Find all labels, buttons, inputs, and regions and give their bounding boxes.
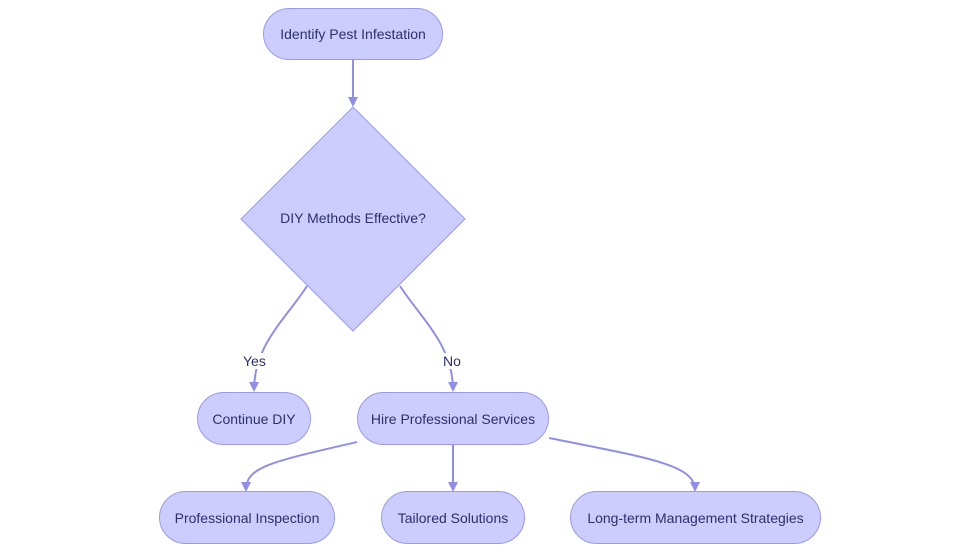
node-continue-diy: Continue DIY	[197, 392, 311, 445]
edge-hire-to-long-term	[548, 437, 700, 492]
edge-label-no: No	[441, 353, 463, 369]
node-long-term-management-strategies: Long-term Management Strategies	[570, 491, 821, 544]
decision-diamond-shape	[240, 106, 466, 332]
edge-label-yes: Yes	[241, 353, 268, 369]
node-identify-pest-infestation: Identify Pest Infestation	[263, 8, 443, 60]
edge-decision-to-continue-diy	[249, 285, 308, 392]
node-hire-professional-services: Hire Professional Services	[357, 392, 549, 445]
edge-decision-to-hire-pro	[399, 285, 458, 392]
node-professional-inspection: Professional Inspection	[159, 491, 335, 544]
edge-hire-to-inspection	[241, 441, 358, 492]
node-tailored-solutions: Tailored Solutions	[381, 491, 525, 544]
node-diy-methods-effective: DIY Methods Effective?	[280, 210, 426, 226]
